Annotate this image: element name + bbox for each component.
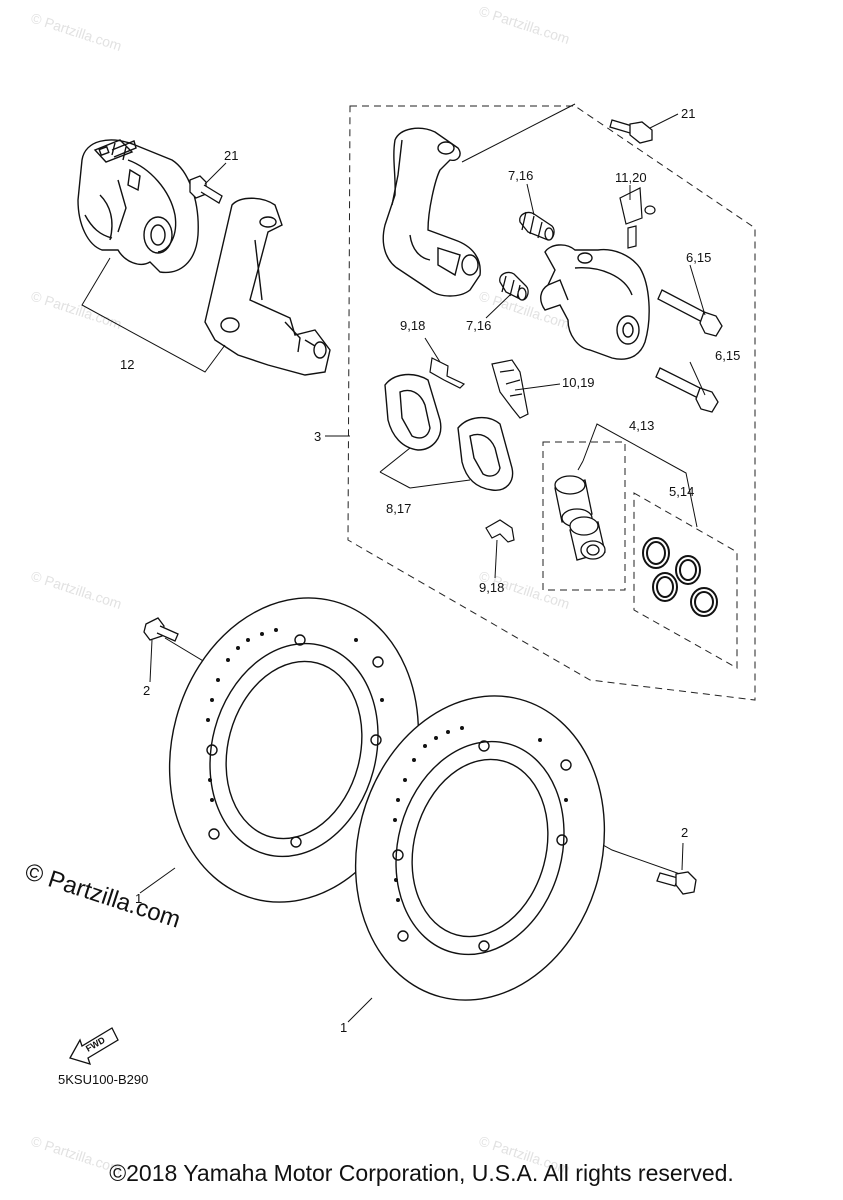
pad-shim bbox=[491, 359, 529, 419]
callout-3: 3 bbox=[314, 429, 321, 444]
callout-6-15-upper: 6,15 bbox=[686, 250, 711, 265]
callout-9-18-lower: 9,18 bbox=[479, 580, 504, 595]
watermark-text: © Partzilla.com bbox=[29, 10, 124, 54]
fwd-arrow-icon: FWD bbox=[69, 1027, 119, 1065]
bolt-21-left bbox=[189, 175, 223, 204]
piston-group-boundary bbox=[542, 441, 626, 591]
disc-bolt-right bbox=[656, 871, 697, 895]
watermark-text: © Partzilla.com bbox=[477, 3, 572, 47]
callout-12: 12 bbox=[120, 357, 134, 372]
bleed-screw bbox=[619, 187, 656, 249]
caliper-body bbox=[540, 244, 650, 360]
slide-pin-upper bbox=[657, 289, 723, 337]
callout-7-16-lower: 7,16 bbox=[466, 318, 491, 333]
watermark-text: © Partzilla.com bbox=[29, 288, 124, 332]
brake-pad-2 bbox=[457, 417, 514, 491]
seal-group-boundary bbox=[633, 492, 738, 669]
callout-9-18-upper: 9,18 bbox=[400, 318, 425, 333]
callout-2-left: 2 bbox=[143, 683, 150, 698]
caliper-complete bbox=[77, 139, 199, 274]
callout-10-19: 10,19 bbox=[562, 375, 595, 390]
callout-5-14: 5,14 bbox=[669, 484, 694, 499]
callout-21-left: 21 bbox=[224, 148, 238, 163]
caliper-bracket bbox=[382, 127, 481, 297]
leader-lines bbox=[81, 103, 706, 1023]
callout-7-16-upper: 7,16 bbox=[508, 168, 533, 183]
callout-21-top: 21 bbox=[681, 106, 695, 121]
callout-6-15-lower: 6,15 bbox=[715, 348, 740, 363]
copyright-notice: ©2018 Yamaha Motor Corporation, U.S.A. A… bbox=[109, 1160, 734, 1186]
callout-1-left: 1 bbox=[135, 891, 142, 906]
callout-4-13: 4,13 bbox=[629, 418, 654, 433]
slide-pin-lower bbox=[655, 367, 719, 413]
callout-2-right: 2 bbox=[681, 825, 688, 840]
caliper-bracket-left bbox=[204, 197, 331, 376]
bolt-21-top bbox=[609, 119, 653, 144]
pad-spring-lower bbox=[485, 519, 515, 543]
brake-pad-1 bbox=[384, 373, 442, 451]
disc-bolt-left bbox=[143, 617, 179, 642]
caliper-piston-1 bbox=[554, 475, 593, 528]
callout-8-17: 8,17 bbox=[386, 501, 411, 516]
pin-boot-lower bbox=[499, 271, 529, 301]
watermark-text: © Partzilla.com bbox=[29, 568, 124, 612]
callout-1-bottom: 1 bbox=[340, 1020, 347, 1035]
caliper-assembly-boundary bbox=[347, 105, 756, 701]
diagram-code: 5KSU100-B290 bbox=[58, 1072, 149, 1087]
brake-disc-left bbox=[168, 597, 420, 903]
callout-11-20: 11,20 bbox=[615, 170, 647, 185]
caliper-piston-2 bbox=[569, 516, 606, 561]
callout-labels: 21 21 7,16 11,20 6,15 9,18 7,16 6,15 12 … bbox=[120, 106, 740, 1035]
piston-seals bbox=[642, 537, 718, 617]
pad-spring-upper bbox=[429, 357, 466, 389]
pin-boot-upper bbox=[519, 211, 555, 241]
brake-disc-right bbox=[354, 695, 606, 1001]
